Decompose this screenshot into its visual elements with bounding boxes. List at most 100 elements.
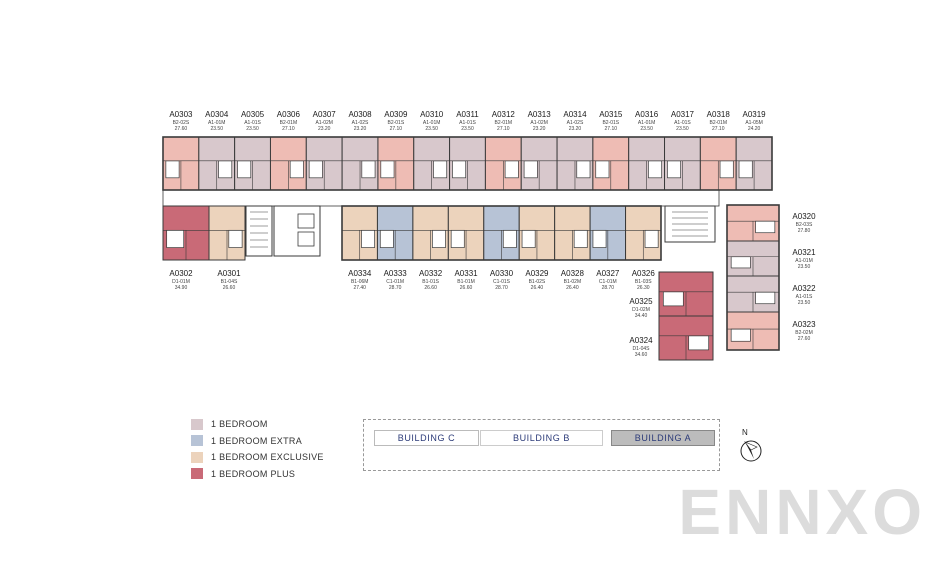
key-plan-building-c[interactable]: BUILDING C [374, 430, 479, 446]
unit-area: 27.10 [389, 126, 403, 132]
unit-type: B2-01M [279, 120, 298, 126]
unit-code: A0311 [456, 110, 479, 119]
unit-area: 23.20 [532, 126, 546, 132]
legend: 1 BEDROOM 1 BEDROOM EXTRA 1 BEDROOM EXCL… [191, 416, 324, 482]
unit-type: B2-02S [172, 120, 190, 126]
top-row-outline [162, 136, 773, 191]
unit-area: 27.10 [497, 126, 510, 132]
unit-code: A0333 [383, 269, 407, 278]
unit-type: B1-02S [528, 279, 546, 285]
bottom-row-outline [341, 205, 662, 261]
unit-type: A1-02S [566, 120, 584, 126]
unit-area: 26.30 [637, 285, 650, 291]
unit-area: 23.50 [797, 300, 811, 306]
key-plan: BUILDING C BUILDING B BUILDING A [363, 419, 720, 471]
key-plan-building-b[interactable]: BUILDING B [480, 430, 603, 446]
unit-code: A0328 [560, 269, 584, 278]
unit-area: 23.50 [676, 126, 689, 132]
unit-area: 34.40 [634, 313, 648, 319]
unit-code: A0326 [631, 269, 655, 278]
unit-code: A0327 [596, 269, 620, 278]
unit-code: A0317 [670, 110, 694, 119]
unit-area: 23.20 [317, 126, 331, 132]
unit-area: 23.20 [568, 126, 582, 132]
unit-bathroom [648, 160, 663, 179]
unit-bathroom [237, 160, 252, 179]
unit-type: A1-05M [745, 120, 763, 126]
unit-type: A1-01S [795, 294, 813, 300]
unit-area: 26.60 [424, 285, 437, 291]
unit-code: A0324 [629, 336, 653, 345]
key-plan-building-a[interactable]: BUILDING A [611, 430, 715, 446]
unit-bathroom [432, 229, 446, 248]
unit-type: B2-01M [709, 120, 727, 126]
unit-bathroom [521, 229, 536, 248]
unit-code: A0309 [384, 110, 408, 119]
unit-area: 28.70 [601, 285, 615, 291]
legend-item-1-bedroom-plus: 1 BEDROOM PLUS [191, 466, 324, 483]
legend-label: 1 BEDROOM EXTRA [211, 435, 303, 446]
legend-swatch [191, 451, 203, 463]
unit-area: 34.60 [634, 352, 648, 358]
unit-type: C1-01M [386, 279, 405, 285]
unit-bathroom [380, 160, 395, 179]
unit-type: D1-04S [632, 346, 650, 352]
unit-type: A1-02M [530, 120, 548, 126]
unit-area: 26.60 [222, 285, 236, 291]
unit-type: B1-01M [457, 279, 475, 285]
unit-area: 28.70 [388, 285, 402, 291]
unit-code: A0318 [706, 110, 730, 119]
unit-area: 23.20 [353, 126, 367, 132]
unit-type: B1-02M [563, 279, 582, 285]
unit-bathroom [361, 229, 375, 248]
unit-bathroom [667, 160, 681, 179]
unit-bathroom [433, 160, 448, 179]
unit-area: 27.10 [604, 126, 618, 132]
unit-code: A0323 [792, 320, 816, 329]
unit-type: A1-01S [459, 120, 476, 126]
unit-code: A0315 [599, 110, 623, 119]
unit-bathroom [452, 160, 467, 179]
unit-bathroom [523, 160, 538, 179]
unit-type: A1-02M [315, 120, 333, 126]
unit-type: B2-02M [795, 330, 813, 336]
unit-code: A0302 [169, 269, 193, 278]
unit-bathroom [218, 160, 233, 179]
unit-code: A0313 [527, 110, 551, 119]
unit-bathroom [755, 220, 776, 234]
